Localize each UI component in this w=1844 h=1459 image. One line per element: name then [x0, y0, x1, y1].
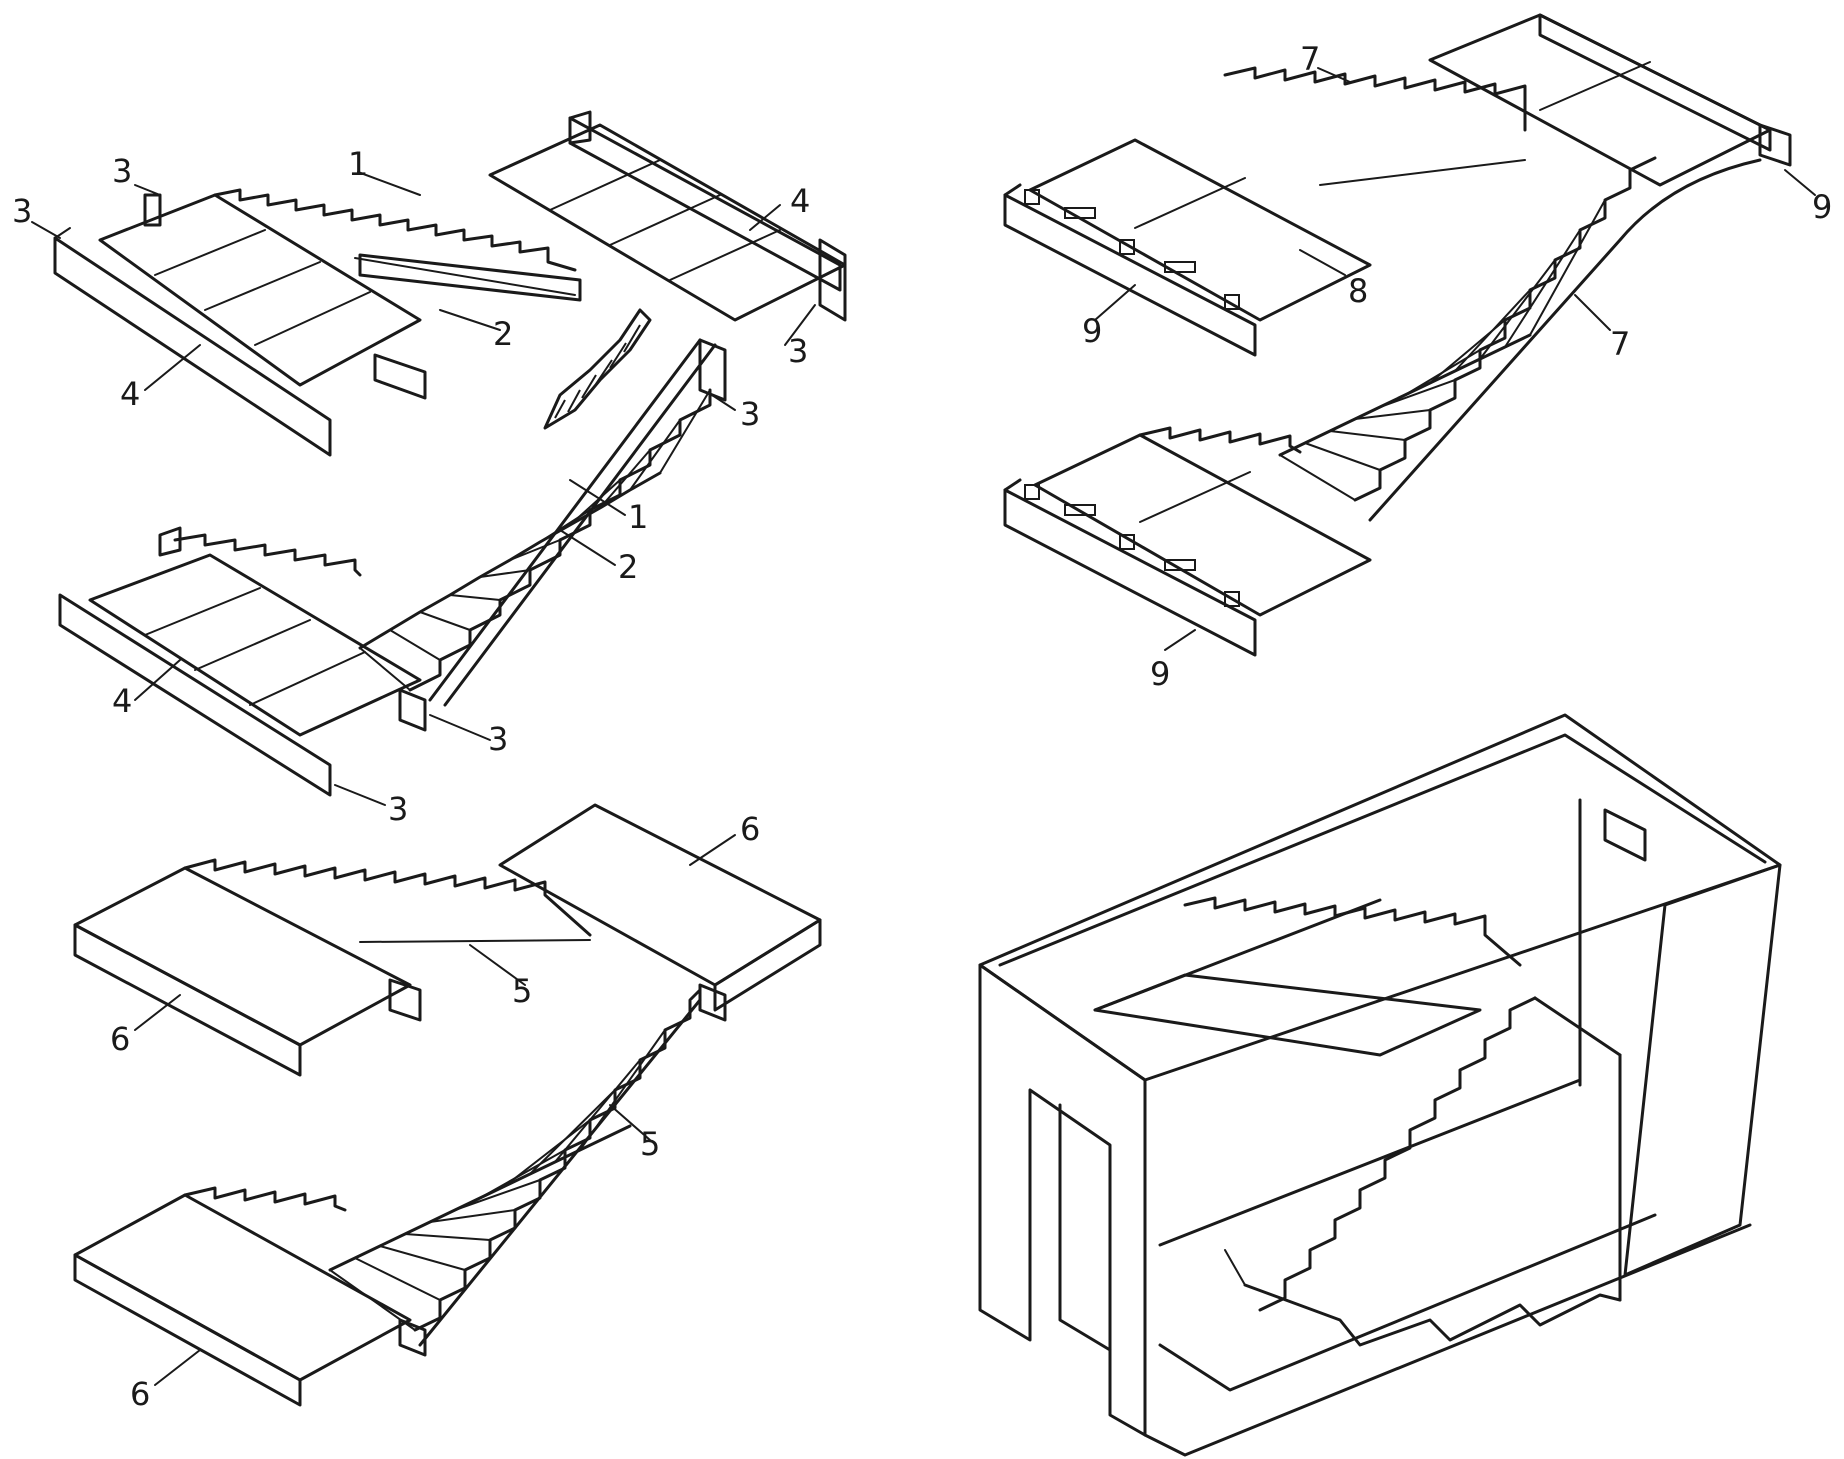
label-5-upper: 5: [512, 972, 532, 1010]
panel-c-leader-lines: [1094, 67, 1816, 651]
label-6-upper-left: 6: [110, 1020, 130, 1058]
label-6-lower: 6: [130, 1375, 150, 1413]
label-4-lower: 4: [112, 682, 132, 720]
label-4-upper-left: 4: [120, 375, 140, 413]
panel-a-labels: 1 1 2 2 3 3 3 3 3 3 4 4 4 4: [12, 145, 810, 828]
upper-left-landing-beam: [53, 236, 332, 457]
label-1-upper: 1: [348, 145, 368, 183]
label-9-bottom: 9: [1150, 655, 1170, 693]
label-2-lower: 2: [618, 548, 638, 586]
label-3-left: 3: [12, 192, 32, 230]
label-3-right: 3: [788, 332, 808, 370]
label-9-right: 9: [1812, 188, 1832, 226]
lower-landing-slab: [88, 553, 422, 737]
enclosure-top-edge: [978, 713, 1782, 1082]
label-2-upper: 2: [493, 315, 513, 353]
upper-flight-steps: [213, 188, 577, 272]
upper-right-landing-slab-c: [1428, 13, 1772, 187]
panel-a-leader-lines: [31, 171, 816, 806]
label-3-mid-right: 3: [740, 395, 760, 433]
upper-left-landing-beam-c: [1003, 193, 1257, 357]
label-3-top-left: 3: [112, 152, 132, 190]
upper-left-landing-slab: [98, 193, 422, 387]
enclosure-lower-flight: [1258, 996, 1537, 1312]
upper-right-landing-slab: [488, 123, 847, 322]
label-1-lower: 1: [628, 498, 648, 536]
enclosure-right-wall: [1623, 863, 1782, 1277]
enclosure-window: [1603, 808, 1647, 862]
label-3-bottom: 3: [388, 790, 408, 828]
upper-flight-steps-c: [1223, 66, 1527, 132]
label-9-left: 9: [1082, 312, 1102, 350]
upper-flight-steps-b: [183, 858, 592, 937]
label-6-upper-right: 6: [740, 810, 760, 848]
lower-landing-slab-c: [1033, 433, 1372, 617]
lower-landing-beam-c: [1003, 488, 1257, 657]
panel-b-labels: 5 5 6 6 6: [110, 810, 760, 1413]
label-8: 8: [1348, 272, 1368, 310]
main-flight-soffit-c: [1368, 158, 1762, 522]
label-7-lower: 7: [1610, 325, 1630, 363]
main-flight-soffit-b: [418, 998, 702, 1347]
main-flight-steps-c: [1353, 156, 1657, 502]
panel-b-leader-lines: [134, 834, 736, 1386]
upper-left-landing-slab-c: [1028, 138, 1372, 322]
upper-right-platform: [498, 803, 822, 987]
lower-landing-beam: [58, 593, 332, 797]
cut-section: [543, 308, 652, 430]
panel-small-element-staircase: 1 1 2 2 3 3 3 3 3 3 4 4 4 4: [12, 110, 847, 828]
upper-left-platform: [73, 866, 412, 1047]
lower-platform: [73, 1193, 412, 1382]
label-7-upper: 7: [1300, 40, 1320, 78]
label-5-lower: 5: [640, 1125, 660, 1163]
enclosure-left-wall: [978, 963, 1147, 1437]
label-3-bottom-mid: 3: [488, 720, 508, 758]
panel-landing-slab-staircase: 7 7 8 9 9 9: [1003, 13, 1832, 693]
label-4-upper-right: 4: [790, 182, 810, 220]
upper-flight-stringer: [354, 257, 576, 296]
panel-c-labels: 7 7 8 9 9 9: [1082, 40, 1832, 693]
enclosure-floor-edge: [1158, 1213, 1657, 1392]
panel-large-element-staircase: 5 5 6 6 6: [73, 803, 822, 1413]
panel-stair-enclosure: [978, 713, 1782, 1457]
enclosure-landing: [1093, 973, 1482, 1057]
main-flight-stringer: [428, 338, 702, 702]
